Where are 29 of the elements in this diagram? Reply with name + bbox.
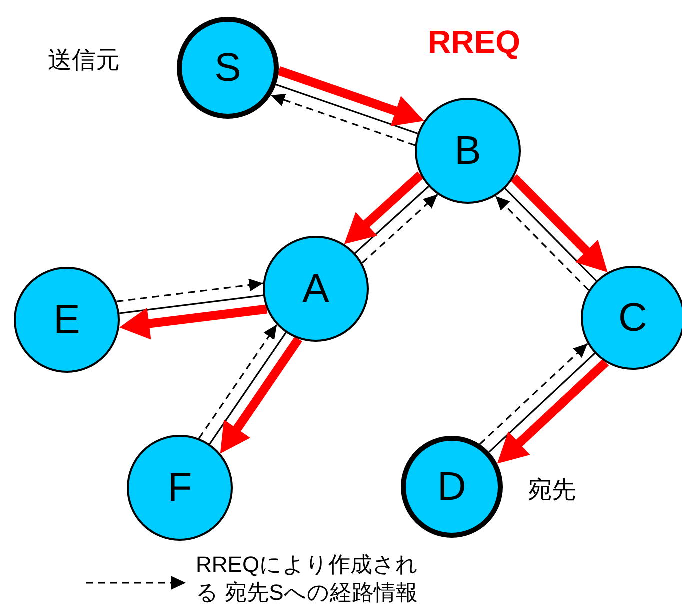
- node-circle: D: [401, 436, 503, 538]
- node-caption: 宛先: [528, 476, 576, 506]
- rreq-arrow: [510, 174, 608, 272]
- legend-text: RREQにより作成される 宛先Sへの経路情報: [196, 551, 420, 607]
- link-line: [488, 352, 596, 453]
- dashed-arrow: [495, 196, 590, 291]
- rreq-arrow: [344, 172, 424, 244]
- link-line: [504, 188, 598, 282]
- dashed-arrow: [116, 278, 264, 302]
- rreq-arrow: [497, 359, 609, 464]
- link-line: [276, 84, 418, 134]
- dashed-arrow: [198, 324, 278, 440]
- node-circle: F: [127, 435, 233, 541]
- link-line: [120, 294, 264, 314]
- node-circle: C: [581, 266, 682, 370]
- node-circle: E: [14, 267, 120, 373]
- node-circle: S: [177, 17, 279, 119]
- dashed-arrow: [362, 194, 438, 264]
- link-line: [209, 332, 287, 445]
- link-line: [354, 186, 430, 254]
- rreq-arrow: [120, 304, 268, 340]
- dashed-arrow: [479, 343, 588, 445]
- node-circle: A: [263, 236, 369, 342]
- rreq-arrow: [278, 66, 424, 126]
- node-caption: 送信元: [48, 46, 120, 76]
- node-circle: B: [415, 98, 521, 204]
- rreq-arrow: [220, 336, 302, 454]
- dashed-arrow: [270, 94, 416, 146]
- rreq-label: RREQ: [428, 24, 520, 61]
